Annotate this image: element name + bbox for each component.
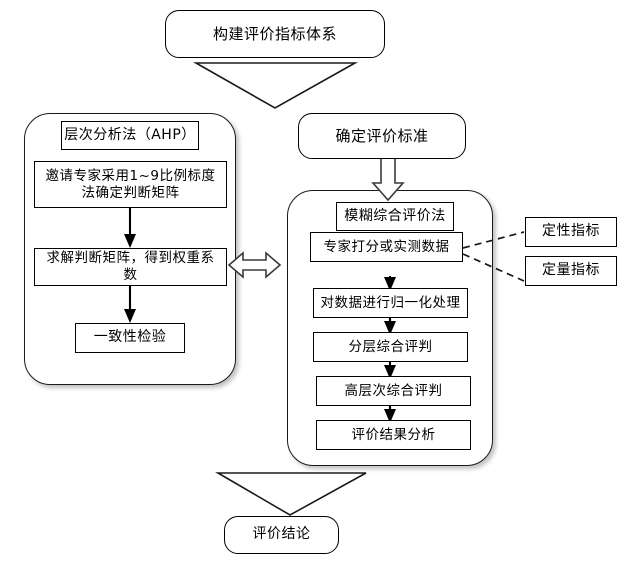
label-quantitative-indicator[interactable]: 定量指标 [525, 256, 617, 286]
node-evaluation-conclusion-label: 评价结论 [252, 526, 311, 543]
node-define-evaluation-standard[interactable]: 确定评价标准 [298, 113, 466, 159]
ahp-panel-header: 层次分析法（AHP） [61, 121, 199, 150]
fuzzy-step-5[interactable]: 评价结果分析 [316, 420, 471, 450]
ahp-panel-header-label: 层次分析法（AHP） [64, 126, 196, 143]
node-evaluation-conclusion[interactable]: 评价结论 [224, 516, 339, 554]
fuzzy-step-3[interactable]: 分层综合评判 [313, 332, 468, 362]
fuzzy-step-1[interactable]: 专家打分或实测数据 [310, 232, 463, 262]
ahp-step-3[interactable]: 一致性检验 [75, 323, 185, 353]
panel-double-arrow [227, 251, 282, 279]
ahp-step-1[interactable]: 邀请专家采用1~9比例标度法确定判断矩阵 [34, 161, 227, 208]
fuzzy-panel-header: 模糊综合评价法 [336, 202, 454, 231]
fuzzy-step-3-label: 分层综合评判 [348, 338, 433, 355]
fuzzy-step-5-label: 评价结果分析 [351, 426, 436, 443]
node-build-index-system[interactable]: 构建评价指标体系 [165, 10, 385, 58]
label-qualitative-indicator-text: 定性指标 [542, 223, 600, 240]
top-triangle-arrow [192, 62, 359, 109]
bottom-triangle-arrow [215, 472, 367, 516]
ahp-step-1-label: 邀请专家采用1~9比例标度法确定判断矩阵 [45, 167, 216, 201]
ahp-step-2[interactable]: 求解判断矩阵，得到权重系数 [34, 248, 227, 286]
label-quantitative-indicator-text: 定量指标 [542, 262, 600, 279]
node-define-evaluation-standard-label: 确定评价标准 [335, 126, 429, 145]
fuzzy-step-2[interactable]: 对数据进行归一化处理 [313, 288, 468, 318]
fuzzy-step-1-label: 专家打分或实测数据 [323, 238, 450, 255]
ahp-step-3-label: 一致性检验 [93, 329, 167, 346]
fuzzy-step-2-label: 对数据进行归一化处理 [320, 294, 461, 311]
ahp-step-2-label: 求解判断矩阵，得到权重系数 [46, 250, 215, 283]
fuzzy-step-4-label: 高层次综合评判 [344, 382, 443, 399]
label-qualitative-indicator[interactable]: 定性指标 [525, 217, 617, 247]
fuzzy-step-4[interactable]: 高层次综合评判 [316, 376, 471, 406]
fuzzy-panel-header-label: 模糊综合评价法 [344, 207, 446, 224]
node-build-index-system-label: 构建评价指标体系 [212, 24, 337, 43]
